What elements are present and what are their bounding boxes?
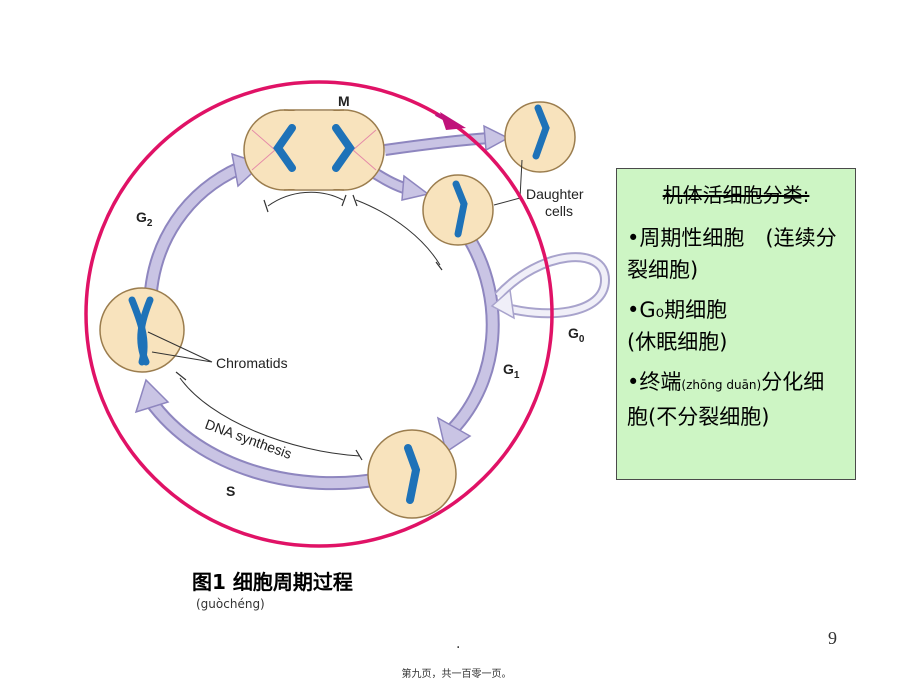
g1-span-arrow [355,199,441,266]
phase-m-label: M [338,93,350,109]
daughter-cells-label-line2: cells [545,203,573,219]
phase-g1-label: G1 [503,361,520,381]
daughter-cells-pointer [493,159,523,206]
info-item-g0: •G₀期细胞 (休眠细胞) [627,298,728,354]
m-dividing-cell [243,109,385,191]
s-arrow-head [134,378,170,414]
phase-s-label: S [226,483,235,499]
daughter-cells-label-line1: Daughter [526,186,584,202]
page-number: 9 [828,628,837,648]
figure-caption: 图1 细胞周期过程 [192,570,353,594]
chromosome-m-left [273,124,296,172]
info-item-terminal: •终端(zhōng duān)分化细胞(不分裂细胞) [627,370,825,429]
s-span-arrow [179,377,361,457]
page-footer: 第九页，共一百零一页。 [401,669,512,680]
outer-highlight-circle [84,80,554,548]
info-box-title: 机体活细胞分类: [662,183,810,207]
m-span-arrow [267,191,344,207]
phase-g2-label: G2 [136,209,153,229]
g2-cell [99,287,185,373]
cell-classification-box: 机体活细胞分类: •周期性细胞 (连续分裂细胞) •G₀期细胞 (休眠细胞) •… [616,168,856,480]
daughter-cell-top [504,101,576,173]
figure-caption-pinyin: (guòchéng) [196,597,265,611]
g1-arrow-head [436,416,472,454]
info-item-cyclic: •周期性细胞 (连续分裂细胞) [627,226,837,282]
chromatids-pointer [147,331,213,363]
page-dot: . [456,636,461,652]
phase-g0-label: G0 [568,325,585,345]
chromosome-m-right [332,124,355,172]
chromatids-label: Chromatids [216,355,288,371]
daughter-cell-bottom [422,174,494,246]
s-cell [367,429,457,519]
